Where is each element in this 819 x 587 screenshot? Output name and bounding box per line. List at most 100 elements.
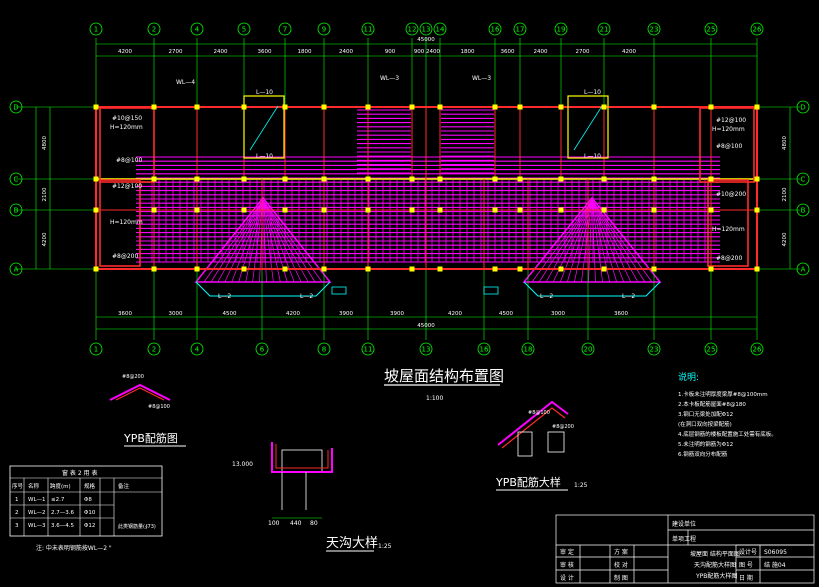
axis-left-A: A [14, 266, 19, 274]
axis-top-13: 13 [422, 26, 431, 34]
label-h120-right-top: H=120mm [712, 126, 745, 133]
table-frame [9, 465, 163, 537]
axis-top-5-bubble [237, 22, 251, 36]
column-marker [151, 207, 157, 213]
axis-top-14: 14 [436, 26, 445, 34]
main-title-scale: 1:100 [426, 395, 443, 402]
column-marker [409, 266, 415, 272]
column-marker [194, 266, 200, 272]
dim-top-3: 3600 [258, 49, 272, 55]
column-marker [601, 176, 607, 182]
axis-bottom-23-bubble [647, 342, 661, 356]
column-marker [708, 176, 714, 182]
column-marker [492, 266, 498, 272]
column-marker [492, 207, 498, 213]
cyan-beam-outline [195, 281, 331, 297]
label-rebar-1: #10@150 [112, 115, 142, 122]
label-rebar-6: #8@100 [716, 143, 742, 150]
table-cell-2-3: Φ12 [84, 523, 95, 529]
axis-bottom-4: 4 [195, 346, 200, 354]
column-marker [754, 207, 760, 213]
hip-triangle [522, 196, 662, 283]
tb-col-3: 制 图 [614, 574, 628, 582]
column-marker [282, 207, 288, 213]
axis-top-14-bubble [433, 22, 447, 36]
column-marker [437, 104, 443, 110]
column-marker [241, 176, 247, 182]
ypb-detail-rebar [501, 407, 566, 449]
axis-top-12: 12 [408, 26, 417, 34]
dim-top-0: 4200 [118, 49, 132, 55]
column-marker [93, 266, 99, 272]
table-remark: 此类钢筋量(∮73) [118, 523, 156, 530]
axis-top-17-bubble [513, 22, 527, 36]
axis-right-B: B [801, 207, 806, 215]
column-marker [282, 176, 288, 182]
label-rebar-5: #12@100 [716, 117, 746, 124]
column-marker [151, 176, 157, 182]
column-marker [651, 176, 657, 182]
label-rebar-8: #8@200 [716, 255, 742, 262]
note-line-5: 4.底层钢筋的楼板配置施工处需有底板。 [678, 430, 777, 438]
ypb-detail-column [517, 431, 533, 457]
dim-top-2: 2400 [214, 49, 228, 55]
axis-left-A-bubble [9, 262, 23, 276]
axis-top-17: 17 [516, 26, 525, 34]
tb-row-2: 审 核 [560, 561, 574, 569]
axis-top-26-bubble [750, 22, 764, 36]
column-marker [651, 207, 657, 213]
slab-rebar-layer [136, 109, 720, 283]
dim-bottom-9: 3600 [614, 311, 628, 317]
axis-top-19: 19 [557, 26, 566, 34]
column-marker [93, 104, 99, 110]
axis-top-9: 9 [322, 26, 326, 34]
grid-axis-layer [16, 38, 800, 340]
column-marker [708, 266, 714, 272]
axis-top-19-bubble [554, 22, 568, 36]
column-marker [492, 176, 498, 182]
table-note: 注: 中未表明钢筋按WL—2 " [36, 544, 112, 552]
dim-top-12: 2700 [576, 49, 590, 55]
label-rebar-3: #8@200 [112, 253, 138, 260]
table-cell-1-0: 2 [15, 510, 19, 516]
column-marker [282, 266, 288, 272]
axis-top-4-bubble [190, 22, 204, 36]
dim-top-7: 900 [414, 49, 425, 55]
ypb-detail-column-2 [547, 431, 565, 453]
axis-bottom-2-bubble [147, 342, 161, 356]
axis-right-A: A [801, 266, 806, 274]
dim-right-2: 4200 [782, 232, 788, 246]
column-marker [365, 266, 371, 272]
axis-top-1: 1 [94, 26, 98, 34]
label-l2-1: L—2 [218, 293, 231, 300]
dim-bottom-1: 3000 [169, 311, 183, 317]
dim-bottom-8: 3000 [551, 311, 565, 317]
dormer-diagonal [249, 105, 279, 151]
gutter-title: 天沟大样 [326, 536, 378, 551]
table-cell-2-1: WL—3 [28, 523, 46, 529]
column-marker [437, 207, 443, 213]
dim-top-total: 45000 [417, 37, 435, 43]
column-marker [517, 104, 523, 110]
dim-top-9: 1800 [461, 49, 475, 55]
column-marker [365, 104, 371, 110]
table-title: 窗 表 2 用 表 [62, 469, 97, 477]
label-h120-left-top: H=120mm [110, 124, 143, 131]
ypb-detail-title: YPB配筋大样 [495, 475, 561, 489]
axis-top-23-bubble [647, 22, 661, 36]
column-marker [754, 266, 760, 272]
column-marker [151, 266, 157, 272]
note-line-1: 1.卡板未注明厚度梁厚#8@100mm [678, 390, 768, 398]
label-wl3-left: WL—3 [380, 75, 399, 82]
axis-top-2-bubble [147, 22, 161, 36]
table-cell-1-3: Φ10 [84, 510, 96, 516]
axis-left-C: C [14, 176, 19, 184]
label-l2-4: L—2 [622, 293, 635, 300]
column-marker [194, 104, 200, 110]
axis-top-4: 4 [195, 26, 200, 34]
column-marker [194, 207, 200, 213]
table-cell-2-0: 3 [15, 523, 19, 529]
column-marker [754, 176, 760, 182]
